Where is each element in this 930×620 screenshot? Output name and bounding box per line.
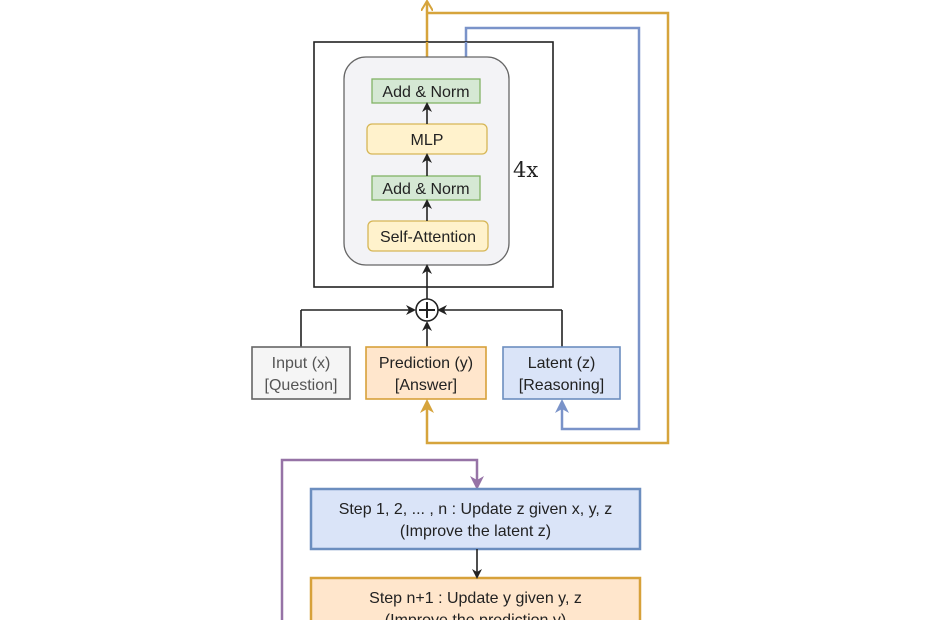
step-boxes: Step 1, 2, ... , n : Update z given x, y… — [309, 487, 642, 620]
step-latent-subtitle: (Improve the latent z) — [400, 523, 551, 540]
prediction-y-rect — [365, 346, 487, 400]
step-loop-line — [280, 458, 484, 620]
prediction-y-title: Prediction (y) — [379, 355, 473, 372]
latent-z-title: Latent (z) — [528, 355, 596, 372]
step-prediction-subtitle: (Improve the prediction y) — [385, 612, 566, 620]
step-latent-title: Step 1, 2, ... , n : Update z given x, y… — [339, 501, 613, 518]
step-latent-box: Step 1, 2, ... , n : Update z given x, y… — [309, 487, 642, 551]
latent-z-subtitle: [Reasoning] — [519, 377, 604, 394]
input-x-box: Input (x) [Question] — [251, 346, 351, 400]
add-norm-bottom-layer: Add & Norm — [371, 175, 481, 201]
state-boxes: Input (x) [Question] Prediction (y) [Answer… — [251, 346, 621, 400]
latent-z-box: Latent (z) [Reasoning] — [502, 346, 621, 400]
feedback-loops — [280, 1, 670, 620]
step-prediction-title: Step n+1 : Update y given y, z — [369, 590, 582, 607]
self-attention-box — [367, 220, 489, 252]
step-prediction-box: Step n+1 : Update y given y, z (Improve t… — [309, 576, 642, 620]
input-x-subtitle: [Question] — [265, 377, 338, 394]
combine-node — [300, 298, 563, 347]
mlp-label: MLP — [411, 132, 444, 149]
prediction-feedback-line — [420, 11, 670, 445]
input-x-rect — [251, 346, 351, 400]
step-latent-rect — [309, 487, 642, 551]
latent-z-rect — [502, 346, 621, 400]
prediction-y-subtitle: [Answer] — [395, 377, 457, 394]
mlp-layer: MLP — [366, 123, 488, 155]
repeat-label: 4x — [513, 158, 538, 182]
add-norm-top-layer: Add & Norm — [371, 78, 481, 104]
add-norm-bottom-label: Add & Norm — [382, 181, 469, 198]
prediction-y-box: Prediction (y) [Answer] — [365, 346, 487, 400]
self-attention-layer: Self-Attention — [367, 220, 489, 252]
add-norm-top-label: Add & Norm — [382, 84, 469, 101]
latent-feedback-line — [464, 26, 641, 431]
input-x-title: Input (x) — [272, 355, 331, 372]
add-norm-bottom-box — [371, 175, 481, 201]
self-attention-label: Self-Attention — [380, 229, 476, 246]
